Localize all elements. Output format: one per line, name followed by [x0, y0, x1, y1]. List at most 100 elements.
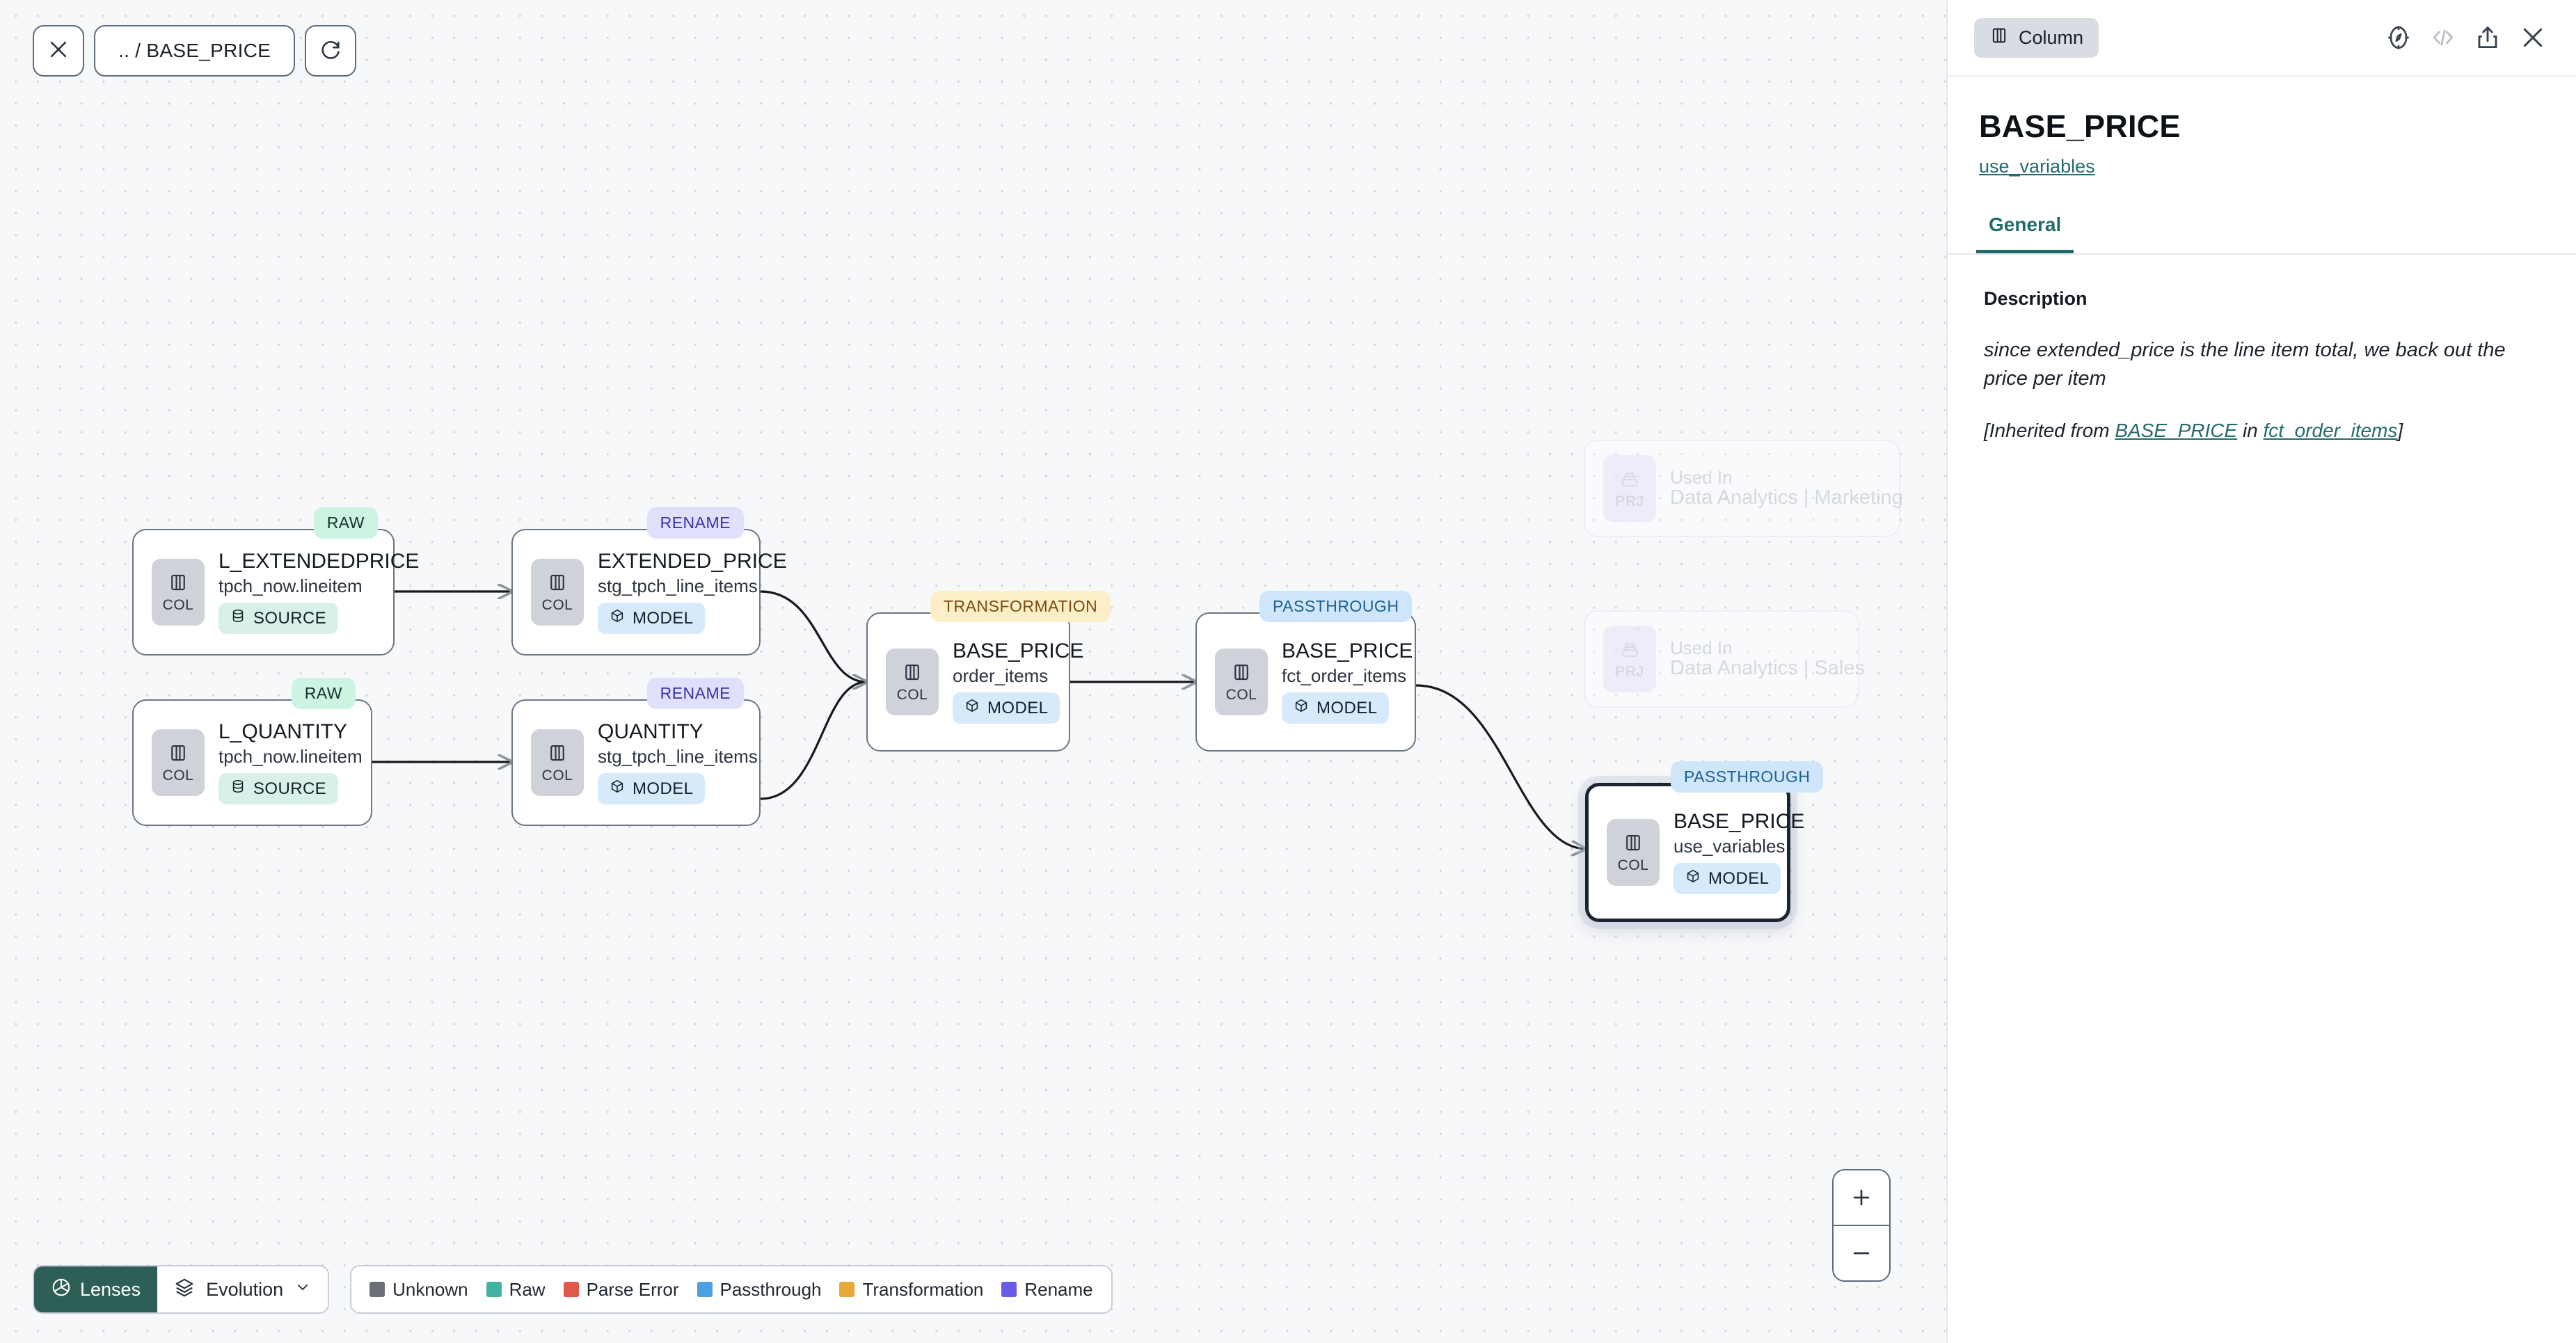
node-subtitle: order_items: [953, 665, 1049, 687]
cube-icon: [1685, 868, 1701, 889]
graph-node[interactable]: RENAME COL QUANTITY stg_tpch_line_items …: [511, 678, 761, 826]
inherited-middle: in: [2237, 420, 2264, 442]
inherited-column-link[interactable]: BASE_PRICE: [2115, 420, 2238, 442]
column-type-label: Column: [2019, 26, 2084, 48]
node-kind-label: MODEL: [1708, 868, 1770, 888]
breadcrumb[interactable]: .. / BASE_PRICE: [94, 25, 296, 77]
node-kind-label: MODEL: [633, 779, 694, 798]
node-kind-label: SOURCE: [253, 779, 327, 798]
legend-item[interactable]: Parse Error: [563, 1279, 679, 1301]
compass-icon[interactable]: [2385, 24, 2412, 51]
description-section: Description since extended_price is the …: [1948, 255, 2576, 445]
lenses-button[interactable]: Lenses: [34, 1266, 158, 1312]
graph-node[interactable]: TRANSFORMATION COL BASE_PRICE order_item…: [866, 591, 1111, 752]
node-body: QUANTITY stg_tpch_line_items MODEL: [598, 720, 758, 805]
node-title: QUANTITY: [598, 720, 703, 743]
column-chip: COL: [1215, 649, 1268, 715]
used-in-card[interactable]: PRJ Used In Data Analytics | Sales: [1584, 610, 1865, 708]
used-in-card[interactable]: PRJ Used In Data Analytics | Marketing: [1584, 440, 1903, 537]
legend-label: Unknown: [392, 1278, 468, 1300]
column-chip: COL: [531, 729, 584, 796]
column-chip: COL: [886, 649, 939, 715]
legend-swatch: [563, 1282, 579, 1297]
column-chip-label: COL: [541, 597, 573, 613]
graph-node[interactable]: RENAME COL EXTENDED_PRICE stg_tpch_line_…: [511, 507, 787, 655]
column-icon: [1231, 662, 1252, 686]
graph-node-selected[interactable]: PASSTHROUGH COL BASE_PRICE use_variables…: [1585, 761, 1824, 922]
node-body: BASE_PRICE use_variables MODEL: [1673, 811, 1804, 895]
node-title: L_QUANTITY: [218, 720, 348, 743]
share-icon[interactable]: [2474, 24, 2501, 51]
database-icon: [230, 608, 246, 628]
column-chip-label: COL: [896, 687, 928, 703]
node-type-badge: PASSTHROUGH: [1671, 761, 1824, 793]
node-subtitle: stg_tpch_line_items: [598, 575, 758, 597]
close-icon[interactable]: [2519, 24, 2547, 51]
node-kind-badge: MODEL: [953, 692, 1060, 724]
chevron-down-icon: [294, 1279, 311, 1301]
legend-swatch: [486, 1282, 502, 1297]
legend-item[interactable]: Passthrough: [697, 1278, 822, 1301]
node-body: BASE_PRICE order_items MODEL: [953, 640, 1083, 724]
inherited-model-link[interactable]: fct_order_items: [2263, 420, 2398, 442]
description-text: since extended_price is the line item to…: [1984, 339, 2506, 390]
legend: Unknown Raw Parse Error Passthrough Tran…: [350, 1265, 1113, 1314]
refresh-button[interactable]: [305, 25, 357, 77]
legend-label: Raw: [509, 1278, 546, 1300]
column-icon: [168, 742, 189, 767]
column-chip-label: COL: [162, 768, 194, 784]
legend-label: Passthrough: [719, 1278, 822, 1300]
close-graph-button[interactable]: [33, 25, 84, 77]
node-body: L_QUANTITY tpch_now.lineitem SOURCE: [218, 720, 363, 805]
node-kind-label: MODEL: [987, 698, 1049, 717]
cube-icon: [1294, 698, 1309, 718]
project-chip-label: PRJ: [1615, 664, 1644, 680]
node-kind-badge: SOURCE: [218, 773, 339, 805]
lineage-canvas[interactable]: .. / BASE_PRICE RAW COL L_EXTENDEDPRICE …: [0, 0, 1946, 1343]
legend-swatch: [369, 1282, 385, 1297]
column-chip-label: COL: [541, 768, 573, 784]
node-subtitle: stg_tpch_line_items: [598, 746, 758, 768]
tab-general[interactable]: General: [1976, 214, 2074, 253]
column-chip: COL: [152, 729, 205, 796]
close-icon: [47, 38, 70, 65]
legend-item[interactable]: Raw: [486, 1279, 546, 1301]
page-title: BASE_PRICE: [1979, 109, 2181, 144]
graph-node[interactable]: PASSTHROUGH COL BASE_PRICE fct_order_ite…: [1195, 591, 1416, 752]
minus-icon: [1853, 1252, 1870, 1255]
column-chip-label: COL: [1617, 857, 1649, 873]
refresh-icon: [319, 38, 342, 65]
layers-icon: [174, 1277, 195, 1303]
node-title: EXTENDED_PRICE: [598, 549, 787, 573]
bottom-controls: Lenses Evolution Unknown Raw: [33, 1265, 1113, 1314]
model-link[interactable]: use_variables: [1979, 156, 2095, 177]
zoom-controls: [1832, 1168, 1891, 1282]
panel-tabs: General: [1948, 214, 2576, 255]
legend-item[interactable]: Rename: [1001, 1279, 1093, 1301]
project-icon: [1619, 468, 1640, 493]
legend-swatch: [839, 1282, 855, 1297]
column-icon: [902, 662, 923, 686]
column-type-badge[interactable]: Column: [1974, 17, 2099, 58]
graph-node[interactable]: RAW COL L_QUANTITY tpch_now.lineitem SOU…: [132, 678, 372, 826]
code-icon[interactable]: [2430, 24, 2456, 51]
cube-icon: [610, 608, 625, 628]
node-type-badge: TRANSFORMATION: [930, 591, 1111, 622]
node-subtitle: fct_order_items: [1282, 665, 1407, 687]
legend-item[interactable]: Unknown: [369, 1279, 468, 1301]
column-chip-label: COL: [162, 597, 194, 613]
legend-item[interactable]: Transformation: [839, 1279, 983, 1301]
used-in-label: Used In: [1670, 637, 1733, 658]
zoom-in-button[interactable]: [1834, 1170, 1889, 1225]
project-chip: PRJ: [1603, 626, 1656, 692]
node-body: L_EXTENDEDPRICE tpch_now.lineitem SOURCE: [218, 550, 419, 635]
panel-header: Column: [1948, 0, 2576, 77]
zoom-divider: [1834, 1224, 1889, 1226]
description-label: Description: [1984, 288, 2088, 309]
zoom-out-button[interactable]: [1834, 1226, 1889, 1280]
graph-node[interactable]: RAW COL L_EXTENDEDPRICE tpch_now.lineite…: [132, 507, 419, 655]
project-icon: [1619, 639, 1640, 663]
column-chip: COL: [531, 559, 584, 626]
node-kind-badge: SOURCE: [218, 603, 339, 635]
evolution-dropdown[interactable]: Evolution: [157, 1266, 328, 1312]
